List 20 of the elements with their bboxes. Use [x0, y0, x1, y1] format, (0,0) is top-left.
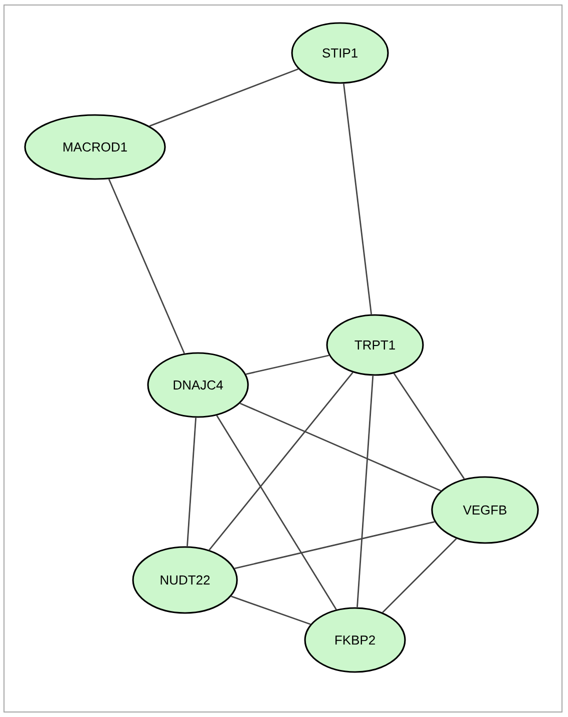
gene-node: NUDT22 — [132, 546, 238, 614]
edge-line — [393, 373, 465, 480]
edge-line — [231, 596, 311, 625]
edge-line — [234, 521, 435, 570]
edge-line — [382, 538, 457, 613]
edge-line — [342, 84, 372, 314]
edge-line — [240, 402, 442, 492]
gene-node: TRPT1 — [326, 314, 424, 376]
edge-line — [108, 178, 185, 354]
gene-node: VEGFB — [431, 476, 539, 544]
gene-node: MACROD1 — [24, 114, 166, 180]
edge-line — [208, 372, 354, 550]
edge-line — [356, 376, 374, 608]
gene-node: FKBP2 — [304, 607, 406, 673]
edge-line — [246, 354, 330, 375]
edge-line — [186, 418, 197, 546]
gene-node: DNAJC4 — [147, 352, 249, 418]
edge-line — [149, 68, 299, 127]
gene-node: STIP1 — [291, 22, 389, 84]
edge-line — [216, 415, 337, 610]
